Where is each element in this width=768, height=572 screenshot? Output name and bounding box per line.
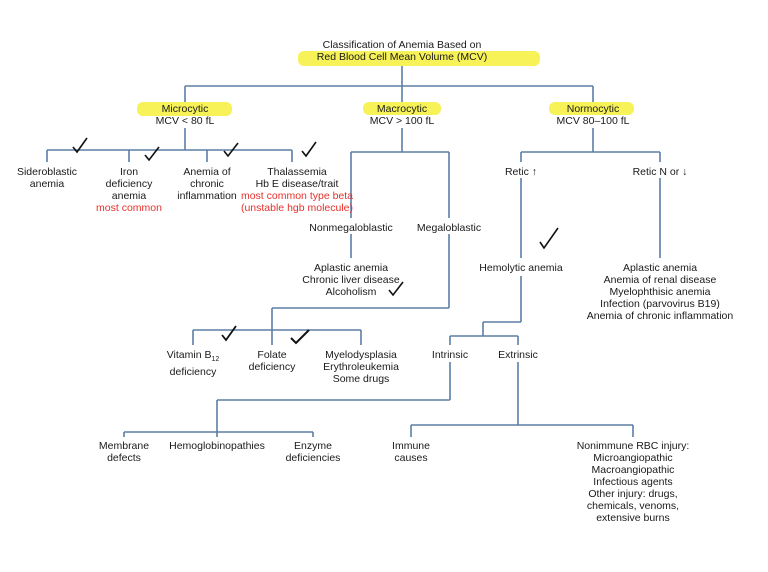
enzyme-deficiencies-node: Enzyme deficiencies (285, 440, 341, 464)
intrinsic-node: Intrinsic (431, 349, 469, 361)
hemolytic-anemia-node: Hemolytic anemia (479, 262, 563, 274)
checkmark-icon (388, 281, 404, 297)
folate-deficiency-node: Folate deficiency (248, 349, 296, 373)
thalassemia-node: Thalassemia Hb E disease/trait most comm… (232, 166, 362, 214)
title-highlight (298, 51, 540, 66)
page-title: Classification of Anemia Based on Red Bl… (316, 39, 488, 63)
macrocytic-node: Macrocytic MCV > 100 fL (369, 103, 435, 127)
immune-causes-node: Immune causes (392, 440, 430, 464)
retic-up-node: Retic ↑ (504, 166, 538, 178)
nonmegaloblastic-causes: Aplastic anemia Chronic liver disease Al… (302, 262, 400, 298)
normocytic-node: Normocytic MCV 80–100 fL (556, 103, 630, 127)
iron-deficiency-node: Iron deficiency anemia most common (84, 166, 174, 214)
iron-note: most common (96, 202, 162, 214)
megaloblastic-node: Megaloblastic (416, 222, 482, 234)
retic-down-node: Retic N or ↓ (632, 166, 688, 178)
checkmark-icon (290, 329, 310, 345)
thalassemia-note: (unstable hgb molecule) (240, 202, 354, 214)
normocytic-highlight (549, 102, 634, 115)
sideroblastic-anemia-node: Sideroblastic anemia (16, 166, 78, 190)
extrinsic-node: Extrinsic (498, 349, 538, 361)
nonimmune-injury-node: Nonimmune RBC injury: Microangiopathic M… (576, 440, 690, 524)
checkmark-icon (72, 137, 88, 154)
myelodysplasia-node: Myelodysplasia Erythroleukemia Some drug… (323, 349, 399, 385)
hemoglobinopathies-node: Hemoglobinopathies (169, 440, 265, 452)
thalassemia-note: most common type beta (240, 190, 354, 202)
vitamin-b12-node: Vitamin B12 deficiency (166, 349, 220, 379)
checkmark-icon (221, 325, 237, 342)
membrane-defects-node: Membrane defects (98, 440, 150, 464)
chronic-inflammation-node: Anemia of chronic inflammation (177, 166, 237, 202)
checkmark-icon (223, 142, 239, 158)
checkmark-icon (301, 141, 317, 158)
checkmark-icon (144, 146, 160, 162)
checkmark-icon (539, 227, 559, 250)
macrocytic-highlight (363, 102, 441, 115)
retic-down-causes: Aplastic anemia Anemia of renal disease … (586, 262, 734, 322)
nonmegaloblastic-node: Nonmegaloblastic (309, 222, 393, 234)
microcytic-node: Microcytic MCV < 80 fL (155, 103, 215, 127)
microcytic-highlight (137, 102, 232, 116)
